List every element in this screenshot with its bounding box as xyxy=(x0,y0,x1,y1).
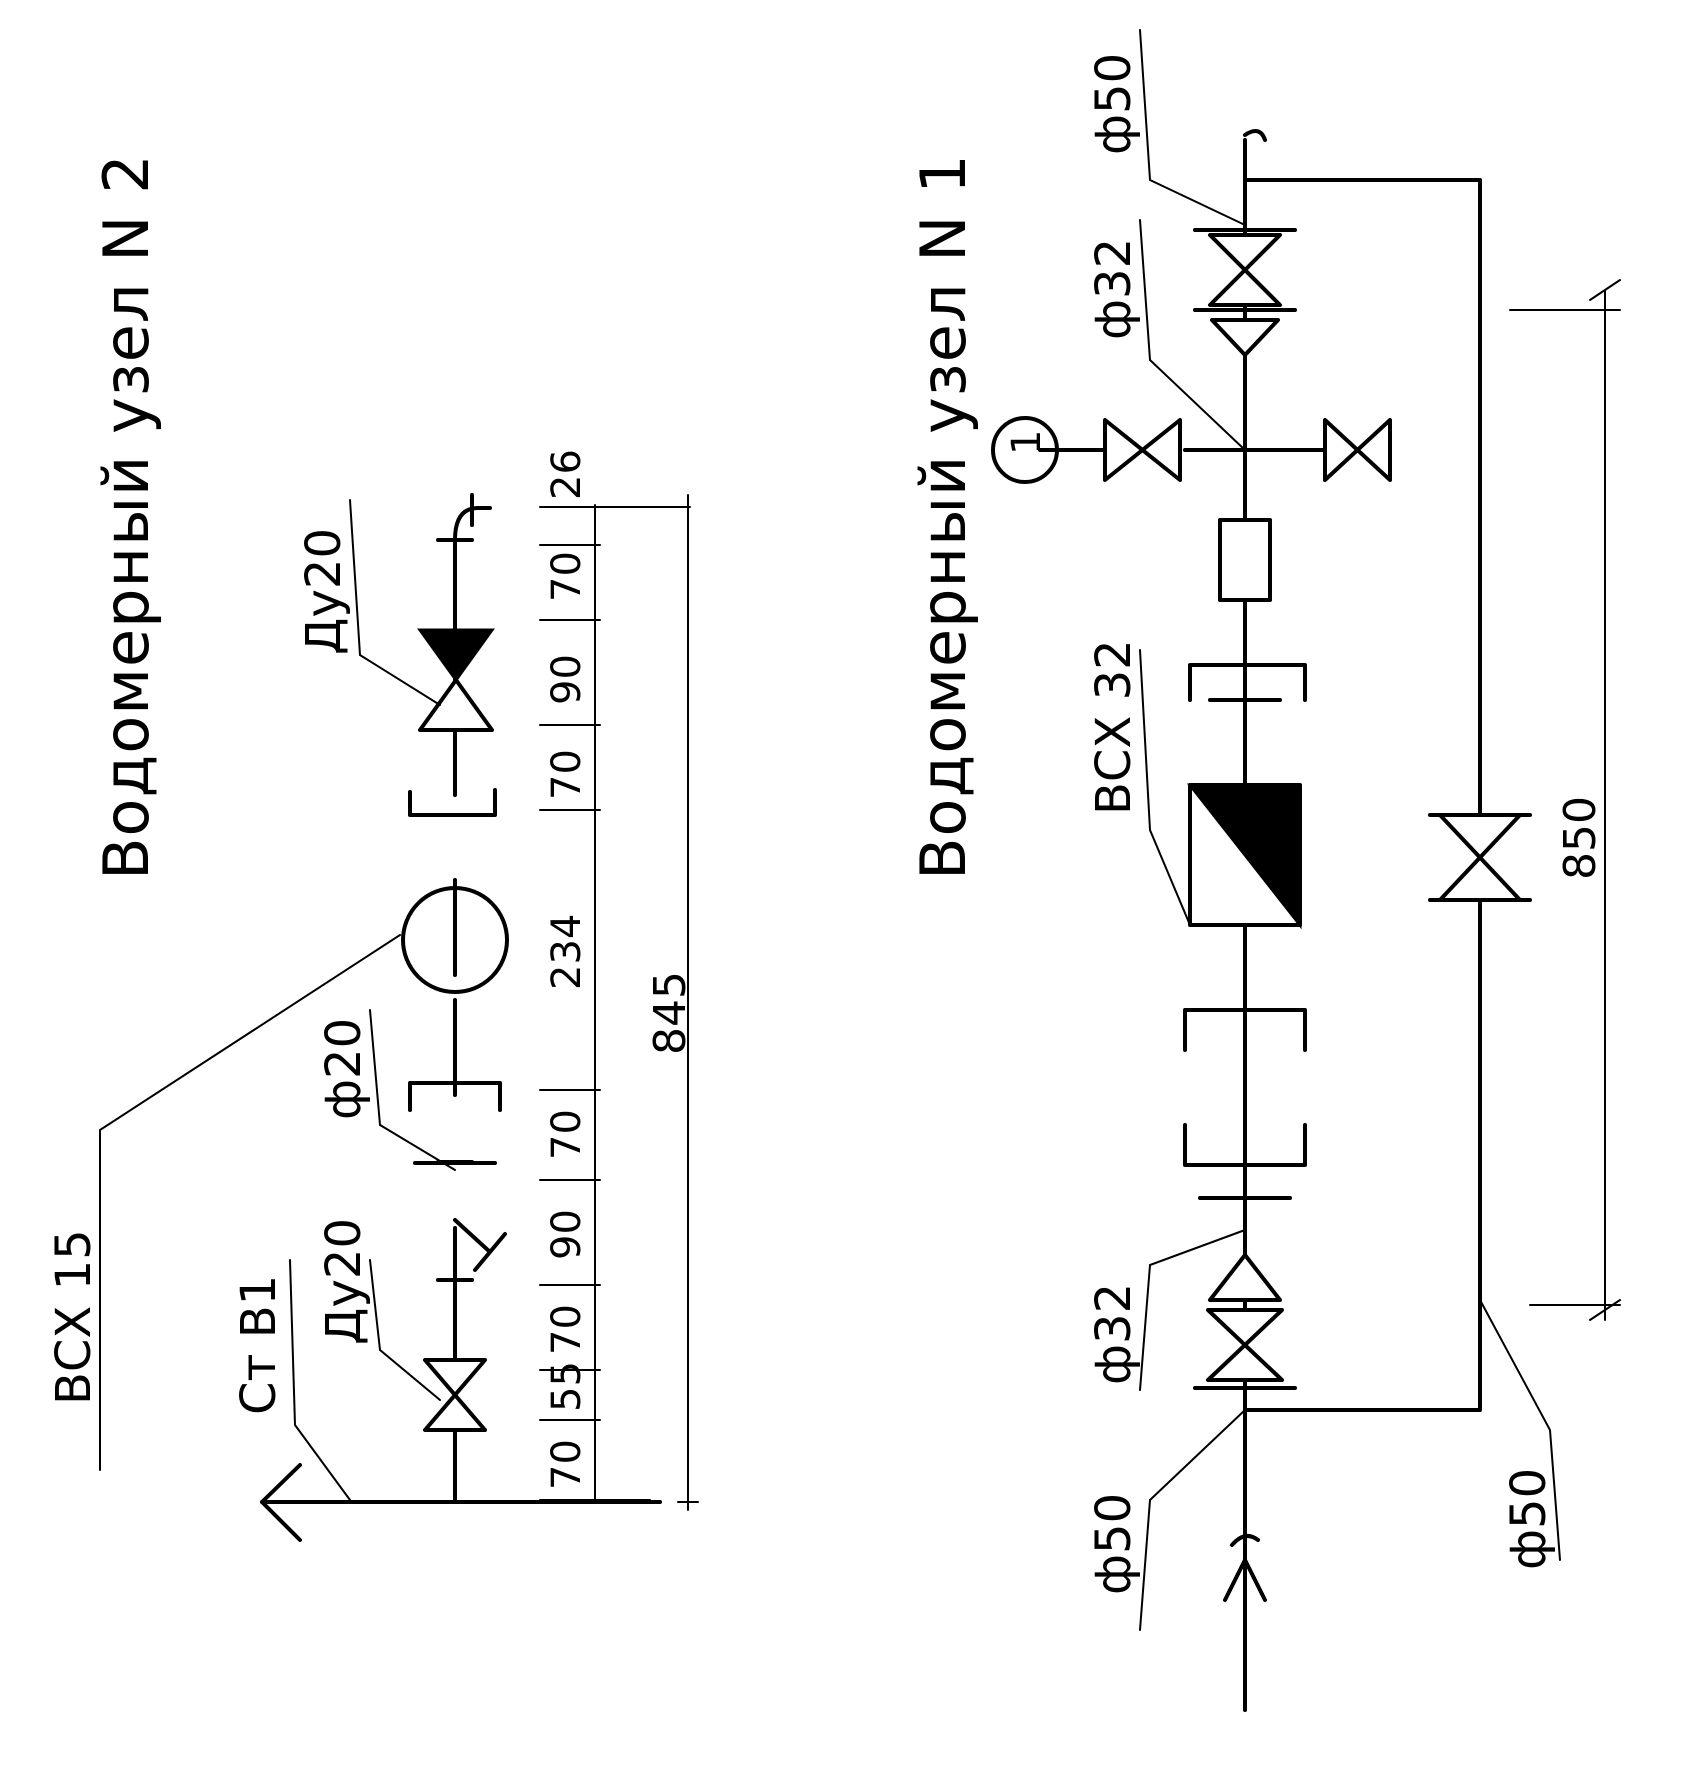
diagram2-pipe-leader xyxy=(369,1009,456,1171)
diagram-water-meter-node-1: Водомерный узел N 1 1 xyxy=(907,29,1621,1712)
diagram2-riser-leader xyxy=(289,1259,351,1501)
diagram2-dim-8: 90 xyxy=(544,654,590,705)
diagram1-outlet-label-leader xyxy=(1139,29,1246,226)
diagram1-outlet-check xyxy=(1210,318,1280,357)
diagram2-strainer xyxy=(453,1218,507,1272)
diagram1-union-1 xyxy=(1183,1123,1307,1167)
diagram1-outlet-label: ф50 xyxy=(1086,53,1142,155)
diagram2-dim-5: 70 xyxy=(544,1109,590,1160)
diagram2-valve-label-2: Ду20 xyxy=(296,528,352,655)
diagram2-valve-upper-leader xyxy=(349,499,441,706)
diagram1-gauge-label: 1 xyxy=(1004,430,1050,455)
diagram1-total-dim: 850 xyxy=(1555,796,1606,880)
diagram1-bypass-leader xyxy=(1479,1299,1561,1561)
diagram2-meter-leader xyxy=(99,934,401,1471)
diagram2-valve-lower-leader xyxy=(369,1259,441,1401)
diagram2-total-dim: 845 xyxy=(645,971,696,1055)
diagram2-dim-9: 70 xyxy=(544,551,590,602)
diagram1-meter-label: ВСХ 32 xyxy=(1086,639,1142,815)
diagram2-riser-label: Ст В1 xyxy=(231,1275,287,1415)
diagram1-bypass-pipe xyxy=(1243,178,1482,1412)
diagram2-pipe-label: ф20 xyxy=(316,1018,372,1120)
diagram2-dim-7: 70 xyxy=(544,749,590,800)
diagram1-union-2 xyxy=(1183,1008,1307,1052)
diagram1-inlet-valve-leader xyxy=(1139,1229,1246,1391)
diagram1-valve-label-in: ф32 xyxy=(1086,1283,1142,1385)
diagram1-gauge-valve xyxy=(1103,418,1182,482)
diagram2-title: Водомерный узел N 2 xyxy=(90,153,163,880)
diagram2-dim-10: 26 xyxy=(544,449,590,500)
diagram2-dim-4: 90 xyxy=(544,1209,590,1260)
diagram1-filter xyxy=(1218,518,1272,602)
diagram1-inlet-arrow xyxy=(1223,1534,1267,1602)
diagram2-meter-circle xyxy=(401,886,509,994)
diagram1-outlet-valve xyxy=(1208,233,1282,307)
diagram1-gauge-circle xyxy=(991,416,1059,484)
diagram1-inlet-valve xyxy=(1206,1308,1284,1382)
diagram1-outlet-flanges xyxy=(1193,228,1297,312)
diagram1-bypass-valve-flanges xyxy=(1428,813,1532,902)
diagram2-dim-3: 70 xyxy=(544,1304,590,1355)
diagram2-valve-label-1: Ду20 xyxy=(316,1218,372,1345)
diagram-water-meter-node-2: Водомерный узел N 2 ВСХ 15 Ст В1 Ду20 ф2… xyxy=(46,153,699,1542)
diagram2-gate-valve-lower xyxy=(423,1358,487,1432)
diagram2-dim-1: 70 xyxy=(544,1439,590,1490)
diagram2-union-lower xyxy=(408,1081,502,1165)
diagram1-bypass-label: ф50 xyxy=(1501,1468,1557,1570)
diagram1-outlet-valve-leader xyxy=(1139,219,1246,451)
diagram1-inlet-label: ф50 xyxy=(1086,1493,1142,1595)
diagram1-dim-line xyxy=(1509,279,1621,1321)
diagram2-end-marks xyxy=(436,493,474,542)
diagram1-meter-leader xyxy=(1139,649,1191,926)
diagram1-union-3 xyxy=(1188,663,1307,702)
diagram1-meter-fill xyxy=(1186,783,1302,930)
diagram1-inlet-label-leader xyxy=(1139,1409,1246,1631)
diagram2-meter-label: ВСХ 15 xyxy=(46,1229,102,1405)
diagram2-dim-2: 55 xyxy=(544,1361,590,1412)
diagram2-valve-upper-filled xyxy=(417,628,495,683)
diagram1-title: Водомерный узел N 1 xyxy=(907,153,980,880)
diagram1-bypass-valve xyxy=(1438,813,1522,902)
diagram2-union-upper xyxy=(408,788,497,817)
diagram2-dim-chain-line xyxy=(539,494,699,1511)
diagram1-drain-valve xyxy=(1323,418,1392,482)
diagram1-inlet-check xyxy=(1208,1253,1282,1302)
diagram1-inlet-flanges xyxy=(1193,1196,1297,1390)
diagram2-riser-arrow xyxy=(260,1463,302,1542)
diagram1-valve-label-out: ф32 xyxy=(1086,238,1142,340)
diagram2-valve-upper-hollow xyxy=(418,678,494,732)
diagram2-dim-6: 234 xyxy=(544,914,590,990)
